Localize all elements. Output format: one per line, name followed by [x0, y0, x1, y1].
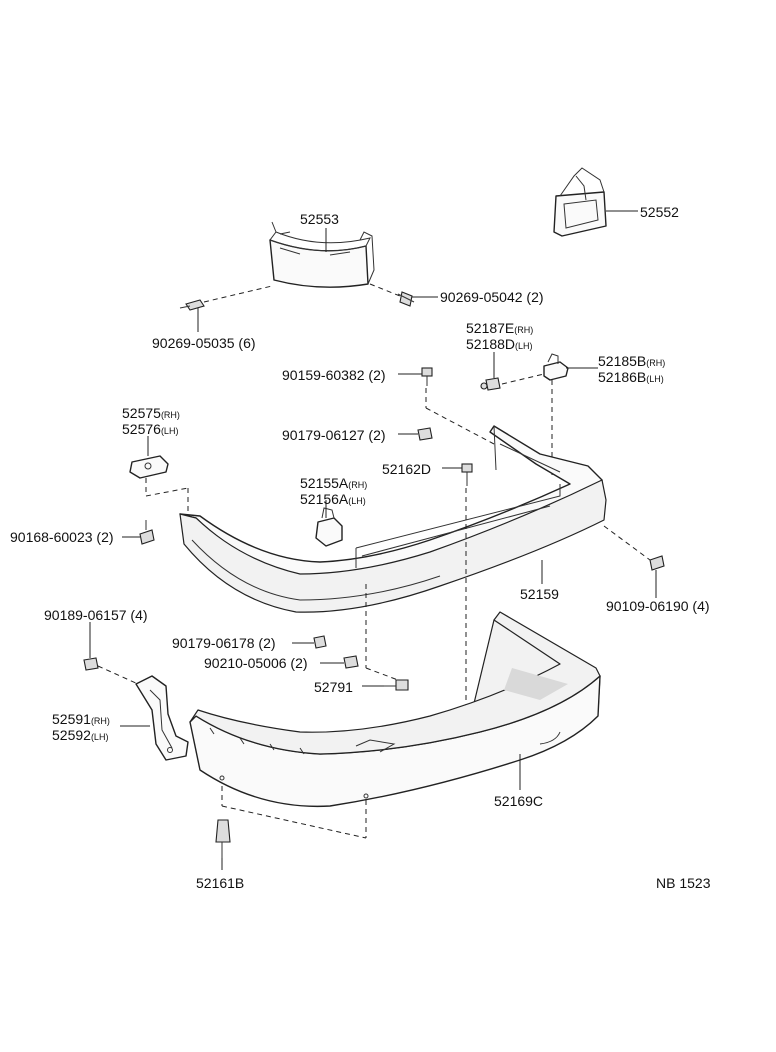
- retainer-52185B: [543, 353, 569, 381]
- label-52159: 52159: [520, 586, 559, 602]
- label-52156A: 52156A(LH): [300, 491, 366, 507]
- fastener-52161B: [215, 819, 231, 858]
- label-90179-06178: 90179-06178 (2): [172, 635, 276, 651]
- label-52155A: 52155A(RH): [300, 475, 367, 491]
- bolt-52162D: [461, 463, 473, 486]
- retainer-52155A: [315, 507, 343, 547]
- part-52553-cover: [269, 221, 375, 288]
- label-90159-60382: 90159-60382 (2): [282, 367, 386, 383]
- label-52552: 52552: [640, 204, 679, 220]
- label-90210-05006: 90210-05006 (2): [204, 655, 308, 671]
- label-52591: 52591(RH): [52, 711, 110, 727]
- label-52187E: 52187E(RH): [466, 320, 533, 336]
- label-90269-05042: 90269-05042 (2): [440, 289, 544, 305]
- label-90168-60023: 90168-60023 (2): [10, 529, 114, 545]
- label-52553: 52553: [300, 211, 339, 227]
- bolt-90159-60382: [421, 367, 433, 386]
- label-52791: 52791: [314, 679, 353, 695]
- clip-90168-60023: [139, 520, 155, 545]
- diagram-reference: NB 1523: [656, 875, 711, 891]
- washer-90210-05006: [343, 655, 359, 669]
- label-52169C: 52169C: [494, 793, 543, 809]
- label-52575: 52575(RH): [122, 405, 180, 421]
- nut-90179-06127: [417, 427, 433, 441]
- label-52162D: 52162D: [382, 461, 431, 477]
- part-52159-reinforcement: [179, 425, 607, 613]
- label-52161B: 52161B: [196, 875, 244, 891]
- label-90179-06127: 90179-06127 (2): [282, 427, 386, 443]
- clip-90109-06190: [649, 555, 665, 571]
- part-52552-side-cover: [553, 167, 607, 237]
- label-52188D: 52188D(LH): [466, 336, 533, 352]
- nut-52187E: [480, 377, 501, 391]
- screw-52791: [384, 679, 409, 691]
- clip-90269-05035: [179, 299, 205, 311]
- label-52592: 52592(LH): [52, 727, 108, 743]
- part-52169C-bumper-cover: [189, 611, 601, 808]
- label-90269-05035: 90269-05035 (6): [152, 335, 256, 351]
- clip-90189-06157: [83, 657, 99, 671]
- label-52186B: 52186B(LH): [598, 369, 664, 385]
- label-90109-06190: 90109-06190 (4): [606, 598, 710, 614]
- bracket-52591: [135, 675, 189, 761]
- label-52185B: 52185B(RH): [598, 353, 665, 369]
- nut-90179-06178: [313, 635, 327, 649]
- bracket-52575: [129, 455, 169, 479]
- label-90189-06157: 90189-06157 (4): [44, 607, 148, 623]
- clip-90269-05042: [397, 291, 415, 307]
- label-52576: 52576(LH): [122, 421, 178, 437]
